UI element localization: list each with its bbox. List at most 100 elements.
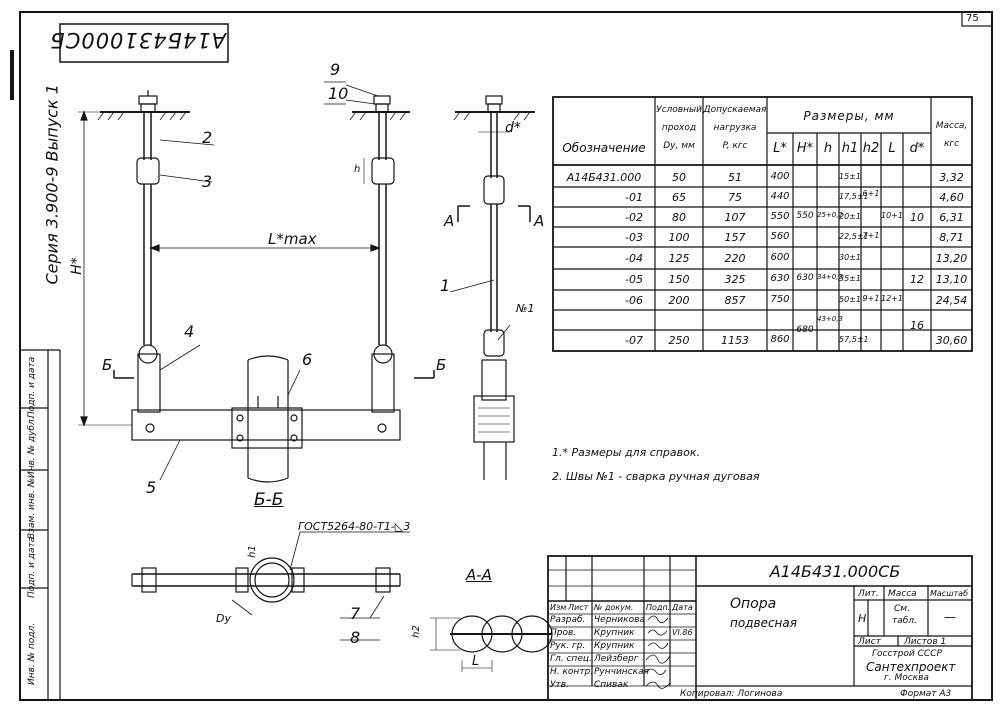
header-dy-1: Условный	[656, 105, 702, 115]
header-load-1: Допускаемая	[703, 105, 767, 115]
row-L: 550	[770, 211, 790, 222]
header-sub-h: h	[823, 141, 833, 156]
sheet-number: 75	[966, 13, 979, 24]
merged-h2-3: 9+1	[862, 294, 880, 303]
section-a-left: A	[444, 212, 455, 230]
row-load: 157	[724, 231, 746, 244]
header-load-3: P, кгс	[722, 141, 748, 151]
title-org-3: г. Москва	[884, 673, 929, 683]
strip-label: Инв. № подл.	[27, 622, 37, 685]
merged-d-1: 10	[910, 211, 924, 224]
spec-table: Обозначение Условный проход Dу, мм Допус…	[553, 97, 972, 351]
row-code: -07	[625, 334, 643, 347]
row-code: А14Б431.000	[566, 171, 642, 184]
merged-d-2: 12	[910, 273, 924, 286]
row-load: 220	[724, 252, 746, 265]
row-h1: 35±1	[839, 274, 861, 283]
row-load: 51	[728, 171, 742, 184]
title-mass-value-2: табл.	[892, 616, 917, 626]
merged-h-1: 25+0,2	[817, 211, 843, 219]
title-scale-header: Масштаб	[930, 589, 969, 598]
tb-person: Крупник	[594, 641, 635, 651]
section-bb-title: Б-Б	[254, 490, 284, 510]
row-mass: 3,32	[939, 171, 964, 184]
header-designation: Обозначение	[562, 141, 646, 155]
gost-weld-label: ГОСТ5264-80-Т1-◺3	[298, 520, 411, 533]
header-mass-2: кгс	[943, 139, 960, 149]
tb-head-list: Лист	[568, 603, 589, 612]
row-L: 630	[770, 273, 790, 284]
header-sub-H: H*	[796, 141, 814, 156]
title-sheets: Листов 1	[904, 637, 947, 647]
merged-h-3: 43+0,3	[817, 315, 843, 323]
row-dy: 50	[672, 171, 686, 184]
dim-h1: h1	[246, 545, 258, 558]
row-h1: 15±1	[839, 172, 861, 181]
row-h1: 30±1	[839, 253, 861, 262]
row-h1: 57,5±1	[839, 335, 869, 344]
merged-L-1: 10+1	[881, 211, 903, 220]
row-dy: 80	[672, 211, 686, 224]
merged-H-1: 550	[796, 211, 814, 221]
header-sub-d: d*	[909, 141, 925, 156]
row-h1: 50±1	[839, 295, 861, 304]
row-mass: 13,20	[935, 252, 968, 265]
merged-h-2: 34+0,3	[817, 273, 843, 281]
row-L: 400	[770, 171, 790, 182]
row-L: 440	[770, 191, 790, 202]
merged-L-2: 12+1	[881, 294, 903, 303]
header-sub-L: L*	[773, 141, 787, 156]
dim-l-small: L	[472, 654, 480, 669]
row-dy: 100	[668, 231, 690, 244]
callout-8: 8	[350, 628, 361, 647]
callout-7: 7	[350, 604, 361, 623]
row-load: 325	[724, 273, 746, 286]
row-mass: 8,71	[939, 231, 964, 244]
row-mass: 30,60	[935, 334, 968, 347]
tb-role: Рук. гр.	[550, 641, 586, 651]
tb-head-doc: № докум.	[594, 603, 634, 612]
header-mass-1: Масса,	[935, 121, 968, 131]
tb-role: Н. контр.	[550, 667, 594, 677]
row-h1: 17,5±1	[839, 192, 869, 201]
dim-h2: h2	[410, 625, 422, 638]
tb-role: Разраб.	[550, 615, 586, 625]
callout-9: 9	[330, 60, 341, 79]
title-mass-header: Масса	[888, 589, 917, 599]
row-code: -01	[625, 191, 643, 204]
strip-label: Подп. и дата	[27, 356, 37, 418]
title-org-1: Госстрой СССР	[872, 649, 942, 659]
callout-4: 4	[184, 322, 195, 341]
section-b-left: Б	[102, 356, 113, 374]
section-b-right: Б	[436, 356, 447, 374]
tb-person: Крупник	[594, 628, 635, 638]
callout-3: 3	[202, 172, 213, 191]
title-code: А14Б431.000СБ	[769, 562, 901, 581]
row-mass: 24,54	[935, 294, 968, 307]
tb-person: Черникова	[594, 615, 645, 625]
title-copied: Копировал: Логинова	[680, 689, 783, 699]
merged-h2-1: 6+1	[862, 189, 880, 198]
tb-person: Рунчинская	[594, 667, 650, 677]
title-scale-value: —	[944, 610, 956, 624]
header-dy-2: проход	[661, 123, 697, 133]
row-dy: 150	[668, 273, 690, 286]
title-name-2: подвесная	[730, 616, 797, 630]
note-2: 2. Швы №1 - сварка ручная дуговая	[552, 470, 760, 483]
title-sheet: Лист	[858, 637, 881, 647]
title-format: Формат А3	[900, 689, 952, 699]
tb-role: Утв.	[550, 680, 569, 690]
row-code: -06	[625, 294, 643, 307]
row-h1: 22,5±1	[839, 232, 869, 241]
row-load: 1153	[721, 334, 749, 347]
tb-head-date: Дата	[672, 603, 693, 612]
section-aa-title: А-А	[466, 566, 492, 584]
row-L: 560	[770, 231, 790, 242]
seam-label: №1	[516, 302, 535, 315]
row-load: 107	[724, 211, 746, 224]
row-mass: 6,31	[939, 211, 964, 224]
callout-1: 1	[440, 276, 451, 295]
merged-h2-2: 7+1	[862, 231, 880, 240]
